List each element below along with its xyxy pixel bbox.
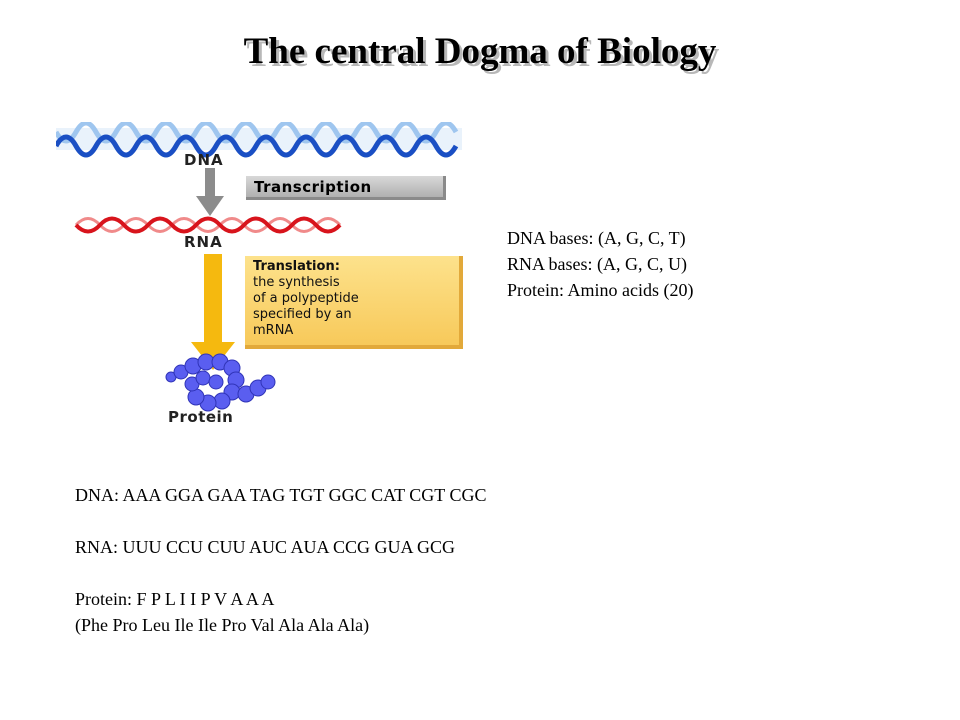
protein-names: (Phe Pro Leu Ile Ile Pro Val Ala Ala Ala… bbox=[75, 615, 370, 635]
protein-info-text: Protein: Amino acids (20) bbox=[507, 280, 694, 300]
translation-line: specified by an bbox=[253, 307, 352, 322]
dna-label: DNA bbox=[184, 151, 224, 169]
spacer bbox=[75, 560, 486, 586]
protein-sequence: Protein: F P L I I P V A A A bbox=[75, 589, 275, 609]
translation-line: mRNA bbox=[253, 323, 294, 338]
dna-helix bbox=[56, 122, 462, 158]
rna-bases-text: RNA bases: (A, G, C, U) bbox=[507, 254, 687, 274]
bases-info: DNA bases: (A, G, C, T) RNA bases: (A, G… bbox=[507, 225, 693, 303]
dna-bases-text: DNA bases: (A, G, C, T) bbox=[507, 228, 686, 248]
translation-callout: Translation: the synthesis of a polypept… bbox=[245, 256, 463, 349]
translation-line: the synthesis bbox=[253, 275, 340, 290]
central-dogma-figure: DNA Transcription RNA Translation: the s… bbox=[56, 122, 466, 434]
rna-sequence: RNA: UUU CCU CUU AUC AUA CCG GUA GCG bbox=[75, 537, 456, 557]
protein-label: Protein bbox=[168, 408, 234, 426]
figure-graphics bbox=[56, 122, 462, 412]
page-title: The central Dogma of Biology bbox=[243, 31, 717, 72]
rna-strand bbox=[74, 216, 342, 234]
sequence-example: DNA: AAA GGA GAA TAG TGT GGC CAT CGT CGC… bbox=[75, 482, 486, 638]
translation-arrow bbox=[191, 254, 235, 370]
spacer bbox=[75, 508, 486, 534]
dna-sequence: DNA: AAA GGA GAA TAG TGT GGC CAT CGT CGC bbox=[75, 485, 487, 505]
transcription-label: Transcription bbox=[246, 176, 446, 200]
translation-line: of a polypeptide bbox=[253, 291, 359, 306]
transcription-arrow bbox=[196, 168, 224, 216]
protein-chain bbox=[165, 353, 276, 412]
rna-label: RNA bbox=[184, 233, 223, 251]
translation-heading: Translation: bbox=[253, 259, 340, 274]
